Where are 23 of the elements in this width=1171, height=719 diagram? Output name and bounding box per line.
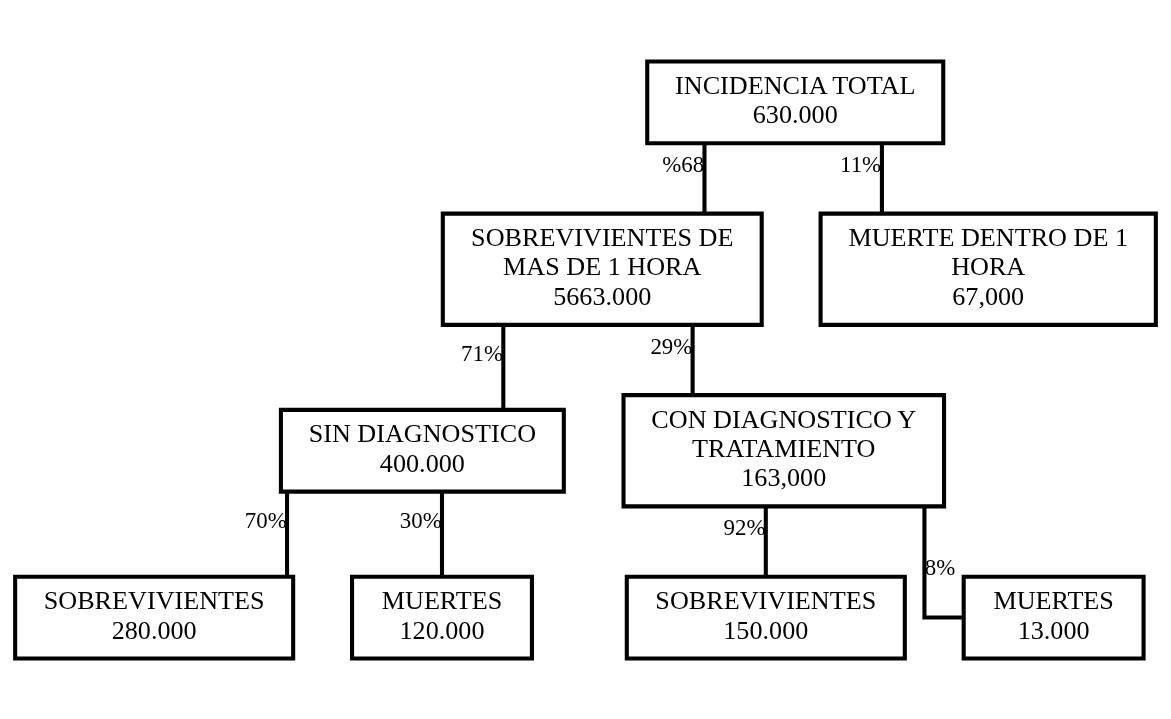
node-box: SOBREVIVIENTES DE MAS DE 1 HORA 5663.000: [440, 211, 764, 327]
edge-label: 29%: [650, 333, 693, 359]
edge-label: 30%: [399, 507, 442, 533]
connector: [702, 143, 707, 213]
connector: [763, 506, 768, 576]
connector: [285, 491, 290, 576]
node-box: SOBREVIVIENTES 280.000: [13, 574, 296, 660]
node-box: SOBREVIVIENTES 150.000: [624, 574, 907, 660]
node-box: CON DIAGNOSTICO Y TRATAMIENTO 163,000: [621, 392, 947, 508]
connector: [922, 506, 964, 620]
node-box: MUERTES 13.000: [961, 574, 1146, 660]
connector: [879, 143, 884, 213]
connector: [501, 324, 506, 410]
node-box: MUERTE DENTRO DE 1 HORA 67,000: [818, 211, 1158, 327]
edge-label: 92%: [723, 514, 766, 540]
edge-label: 70%: [244, 507, 287, 533]
node-box: INCIDENCIA TOTAL 630.000: [645, 59, 946, 145]
edge-label: 8%: [924, 554, 956, 580]
node-box: MUERTES 120.000: [350, 574, 534, 660]
node-box: SIN DIAGNOSTICO 400.000: [278, 407, 566, 494]
connector: [690, 324, 695, 395]
connector: [439, 491, 445, 576]
edge-label: 11%: [840, 151, 882, 177]
